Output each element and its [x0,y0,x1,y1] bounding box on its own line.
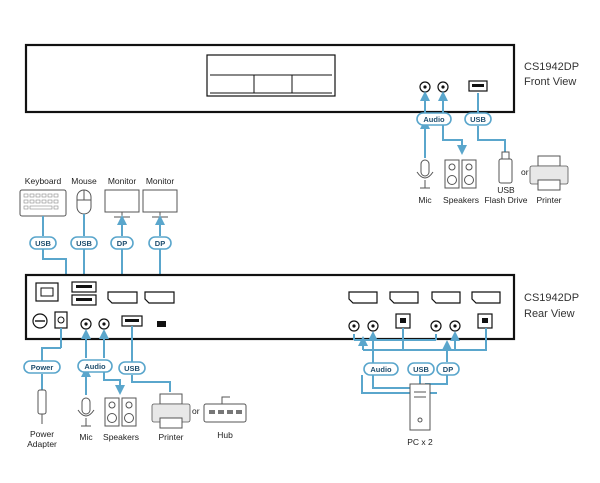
rear-lan-port[interactable] [35,282,59,302]
rear-mic-label: Mic [79,432,93,442]
power-adapter-icon [37,389,47,424]
rear-firmware-switch[interactable] [157,321,166,327]
hub-label: Hub [217,430,233,440]
svg-text:Audio: Audio [370,365,392,374]
monitor-2-icon [142,189,178,218]
rear-dp-out-1[interactable] [107,291,138,304]
hub-icon [203,396,247,423]
mouse-icon [76,189,92,215]
front-speakers-label: Speakers [443,195,479,205]
rear-power-jack[interactable] [54,311,68,329]
pc-usb-pill: USB [407,362,435,376]
pc-label: PC x 2 [407,437,433,447]
front-printer-icon [529,155,569,191]
rear-power-pill: Power [23,360,61,374]
rear-left-cables [41,326,171,395]
rear-printer-label: Printer [158,432,183,442]
rear-panel [24,273,516,341]
rear-model-title: CS1942DP [524,292,579,304]
svg-text:DP: DP [117,239,127,248]
front-cables [420,91,506,158]
pc-audio-pill: Audio [363,362,399,376]
usb-flash-label-line2: Flash Drive [485,195,528,205]
rear-speakers-icon [104,397,137,427]
rear-usb-pill: USB [118,361,146,375]
svg-text:Audio: Audio [423,115,445,124]
svg-text:Power: Power [31,363,54,372]
rear-mic-icon [77,397,95,427]
monitor-1-dp-pill: DP [110,236,134,250]
svg-text:DP: DP [155,239,165,248]
rear-or-label: or [192,406,200,416]
front-mic-label: Mic [418,195,432,205]
power-adapter-label-line2: Adapter [27,439,57,449]
mouse-label: Mouse [71,176,97,186]
front-view-title: Front View [524,76,576,88]
front-or-label: or [521,167,529,177]
svg-text:USB: USB [124,364,140,373]
usb-flash-label-line1: USB [497,185,515,195]
front-audio-pill: Audio [416,112,452,126]
usb-flash-drive-icon [498,151,513,184]
front-usb-pill: USB [464,112,492,126]
rear-pc1-dp-in-1[interactable] [348,291,378,304]
monitor-1-label: Monitor [108,176,137,186]
rear-dp-out-2[interactable] [144,291,175,304]
front-mic-icon [416,159,434,189]
rear-pc2-dp-in-2[interactable] [471,291,501,304]
keyboard-label: Keyboard [25,176,62,186]
monitor-2-dp-pill: DP [148,236,172,250]
monitor-1-icon [104,189,140,218]
svg-text:USB: USB [470,115,486,124]
pc-dp-pill: DP [436,362,460,376]
pc-tower-icon [409,383,431,431]
svg-text:Audio: Audio [84,362,106,371]
front-model-title: CS1942DP [524,61,579,73]
rear-pc2-dp-in-1[interactable] [431,291,461,304]
rear-view-title: Rear View [524,308,575,320]
keyboard-usb-pill: USB [29,236,57,250]
keyboard-icon [19,189,67,217]
mouse-usb-pill: USB [70,236,98,250]
rear-audio-pill: Audio [77,359,113,373]
front-speakers-icon [444,159,477,189]
svg-text:USB: USB [35,239,51,248]
power-adapter-label-line1: Power [30,429,54,439]
pc-cables [353,328,487,394]
svg-text:USB: USB [413,365,429,374]
svg-text:DP: DP [443,365,453,374]
front-printer-label: Printer [536,195,561,205]
front-panel [24,43,516,114]
svg-text:USB: USB [76,239,92,248]
rear-pc1-dp-in-2[interactable] [389,291,419,304]
rear-speakers-label: Speakers [103,432,139,442]
monitor-2-label: Monitor [146,176,175,186]
rear-printer-icon [151,393,191,429]
